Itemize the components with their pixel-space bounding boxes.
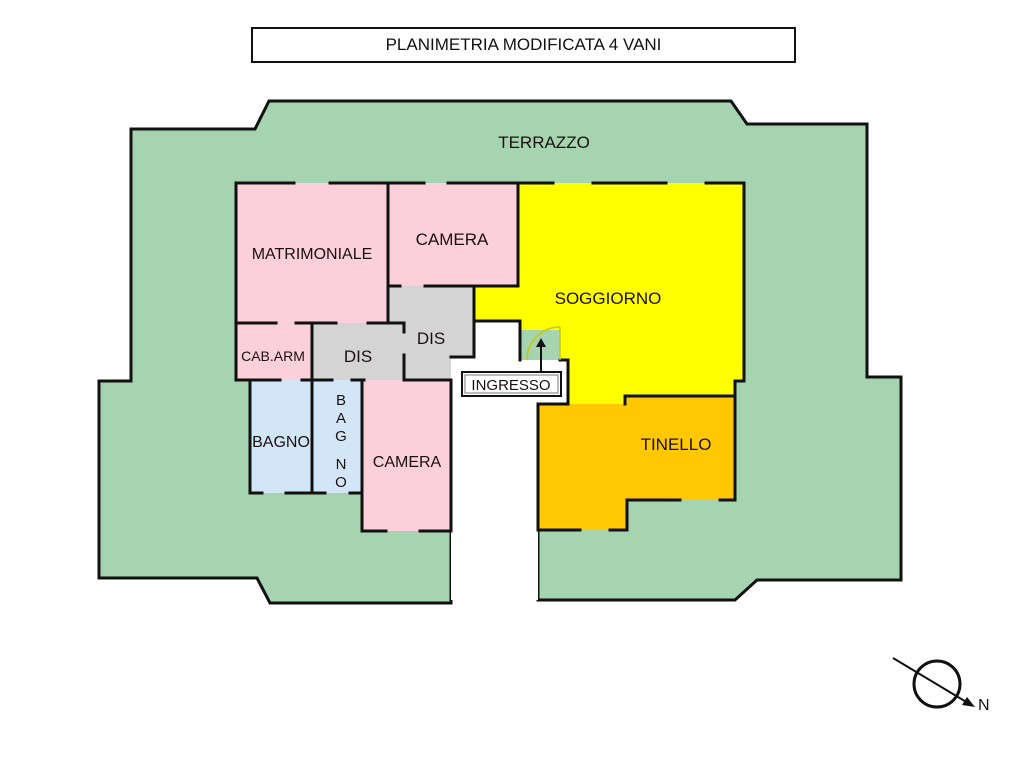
north-arrow-icon: N <box>892 657 990 714</box>
room-camera-top[interactable] <box>388 183 518 286</box>
room-bagno-right[interactable] <box>312 380 362 493</box>
room-cab-arm[interactable] <box>236 323 312 380</box>
label-dis-right: DIS <box>417 329 445 348</box>
compass-circle <box>912 659 962 709</box>
label-soggiorno: SOGGIORNO <box>555 289 662 308</box>
ingresso-label-inner-border <box>464 374 559 394</box>
label-ingresso: INGRESSO <box>471 377 550 394</box>
label-camera-bottom: CAMERA <box>373 454 442 471</box>
room-bagno-left[interactable] <box>250 380 312 493</box>
entrance-door-swing <box>526 326 561 361</box>
label-bagno-right-letter: G <box>335 428 347 445</box>
label-matrimoniale: MATRIMONIALE <box>252 246 373 263</box>
room-camera-bottom[interactable] <box>362 380 451 531</box>
compass-arrowhead <box>962 697 975 707</box>
label-camera-top: CAMERA <box>416 230 489 249</box>
room-matrimoniale[interactable] <box>236 183 388 323</box>
label-bagno-right-letter: N <box>336 456 347 473</box>
entrance-corridor <box>451 380 538 600</box>
walls <box>234 181 746 533</box>
room-dis-left[interactable] <box>312 323 404 380</box>
plan-title: PLANIMETRIA MODIFICATA 4 VANI <box>251 27 796 63</box>
label-terrazzo: TERRAZZO <box>498 133 590 152</box>
label-bagno-right-letter: A <box>336 410 346 427</box>
compass-needle <box>892 657 969 704</box>
entrance-arrow-head-icon <box>536 338 546 347</box>
label-bagno-right-letter: O <box>335 474 347 491</box>
compass-label: N <box>978 697 990 714</box>
ingresso-label-box <box>461 371 562 397</box>
label-cab-arm: CAB.ARM <box>241 348 305 364</box>
label-tinello: TINELLO <box>641 435 712 454</box>
room-soggiorno[interactable] <box>474 183 744 404</box>
label-dis-left: DIS <box>344 347 372 366</box>
label-bagno-right-letter: B <box>336 392 346 409</box>
plan-title-text: PLANIMETRIA MODIFICATA 4 VANI <box>385 35 662 54</box>
label-bagno-left: BAGNO <box>252 434 310 451</box>
room-tinello[interactable] <box>538 396 735 530</box>
label-bagno-right: B A G N O <box>335 392 347 491</box>
